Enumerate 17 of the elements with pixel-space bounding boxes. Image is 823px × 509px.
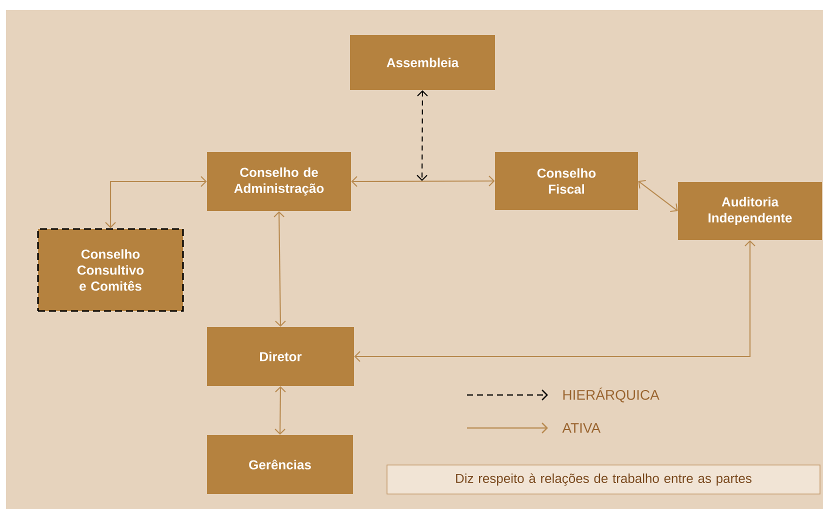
org-box: Diretor: [207, 327, 354, 386]
org-box: Assembleia: [350, 35, 495, 90]
arrow: [638, 180, 678, 212]
org-box: Auditoria Independente: [678, 182, 822, 240]
arrow: [354, 240, 756, 362]
org-box: Gerências: [207, 435, 353, 494]
legend-label: HIERÁRQUICA: [563, 388, 660, 402]
arrow: [351, 176, 495, 187]
legend-label: ATIVA: [562, 423, 601, 433]
note-box: Diz respeito à relações de trabalho entre as partes: [386, 464, 820, 494]
org-box: Conselho Fiscal: [495, 152, 638, 210]
org-box: Conselho de Administração: [207, 152, 351, 211]
arrow: [274, 211, 286, 327]
arrow: [274, 386, 286, 435]
arrow: [416, 90, 428, 181]
dashed-org-box: Conselho Consultivo e Comitês: [37, 228, 184, 312]
arrow: [105, 176, 207, 228]
